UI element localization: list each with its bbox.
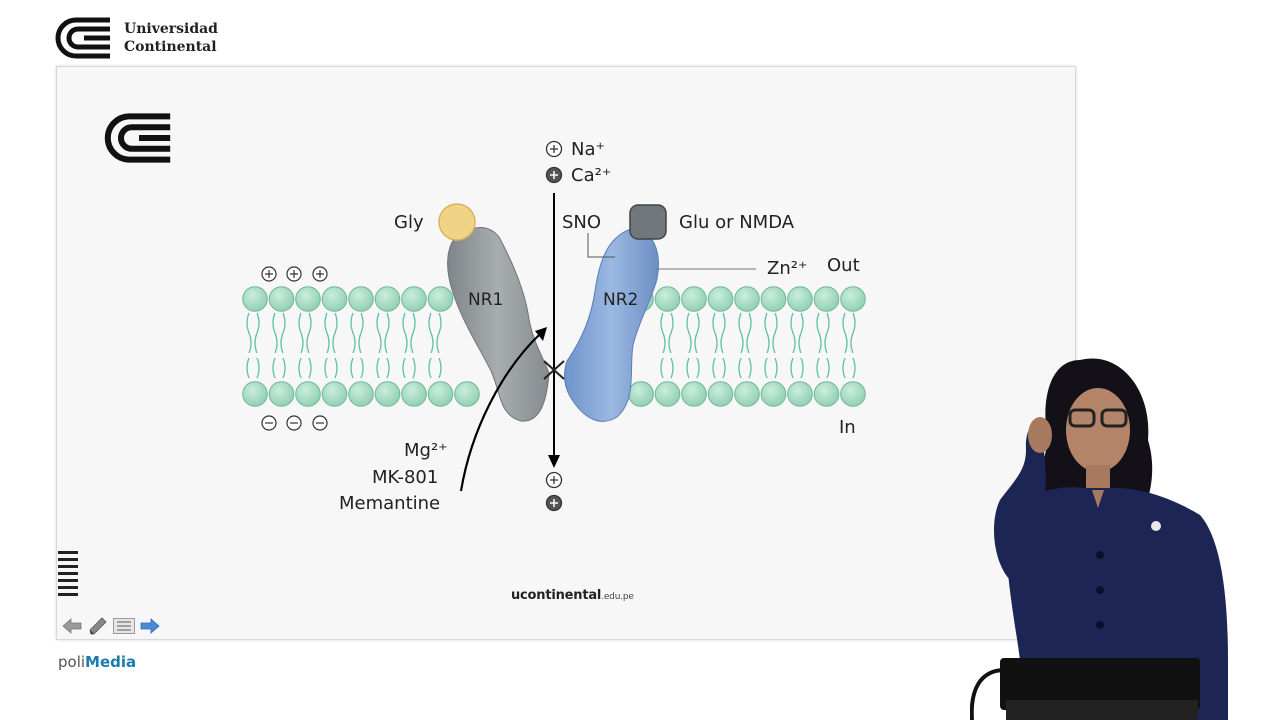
slide-panel: Na⁺ Ca²⁺ Gly SNO Glu or NMDA Zn²⁺ Out In… [56,66,1076,640]
lipid-head [401,286,427,312]
lipid-head [760,381,787,407]
lipid-head [374,381,401,407]
nmda-receptor-diagram: Na⁺ Ca²⁺ Gly SNO Glu or NMDA Zn²⁺ Out In… [242,139,866,514]
footer-url-main: ucontinental [511,588,602,603]
lipid-head [295,286,321,312]
university-logo-icon [55,17,110,59]
label-gly: Gly [394,212,424,233]
label-glu: Glu or NMDA [679,212,795,233]
membrane-beads [242,286,866,407]
lipid-head [242,381,268,407]
polimedia-suffix: Media [85,653,137,671]
glu-ligand [629,204,667,240]
lipid-head [654,286,681,312]
positive-charges [261,266,328,282]
next-button[interactable] [139,617,161,635]
polimedia-brand: poliMedia [58,653,136,671]
lipid-head [427,381,454,407]
ion-symbols-top [545,140,563,184]
lipid-head [321,286,348,312]
forward-arrow-icon [140,618,160,634]
lipid-head [813,286,840,312]
ion-flow-arrow-icon [548,455,560,468]
menu-icon[interactable] [58,551,78,600]
slide-logo-icon [104,113,171,163]
lipid-head [268,381,295,407]
ion-symbols-bottom [545,471,563,512]
lipid-head [321,381,348,407]
lipid-head [681,381,707,407]
lipid-tails [246,312,856,379]
label-ca: Ca²⁺ [571,165,611,186]
lipid-head [348,286,374,312]
brand-name: Universidad Continental [124,20,218,56]
lipid-head [840,381,866,407]
list-icon [113,618,135,634]
lipid-head [681,286,707,312]
label-memantine: Memantine [339,493,440,514]
lipid-head [707,286,734,312]
brand-header: Universidad Continental [54,16,218,60]
lipid-head [760,286,787,312]
lipid-head [787,381,813,407]
annotate-button[interactable] [87,617,109,635]
index-button[interactable] [113,617,135,635]
slide-controls [61,617,161,635]
slide-footer-url: ucontinental.edu.pe [511,588,634,603]
label-out: Out [827,255,860,276]
lipid-head [454,381,480,407]
footer-url-suffix: .edu.pe [601,592,634,602]
lipid-head [401,381,427,407]
presenter-video [970,358,1228,720]
lipid-head [628,381,654,407]
brand-line-2: Continental [124,39,217,55]
lipid-head [813,381,840,407]
lipid-head [734,381,760,407]
lipid-head [242,286,268,312]
label-sno: SNO [562,212,601,233]
nr2-subunit [564,228,659,422]
lipid-head [840,286,866,312]
lipid-head [707,381,734,407]
label-nr2: NR2 [603,290,638,310]
lipid-head [734,286,760,312]
label-zn: Zn²⁺ [767,258,807,279]
lipid-head [295,381,321,407]
label-mg: Mg²⁺ [404,440,448,461]
back-arrow-icon [62,618,82,634]
gly-ligand [438,203,476,241]
lipid-head [787,286,813,312]
label-nr1: NR1 [468,290,503,310]
nr1-subunit [447,227,550,422]
previous-button[interactable] [61,617,83,635]
lipid-head [654,381,681,407]
lipid-head [348,381,374,407]
blocker-arrow-icon [535,327,547,341]
label-in: In [839,417,856,438]
brand-line-1: Universidad [124,21,218,37]
lipid-head [427,286,454,312]
polimedia-prefix: poli [58,653,86,671]
lipid-head [268,286,295,312]
label-mk801: MK-801 [372,467,438,488]
label-na: Na⁺ [571,139,605,160]
negative-charges [261,415,328,431]
lipid-head [374,286,401,312]
pencil-icon [89,617,107,635]
